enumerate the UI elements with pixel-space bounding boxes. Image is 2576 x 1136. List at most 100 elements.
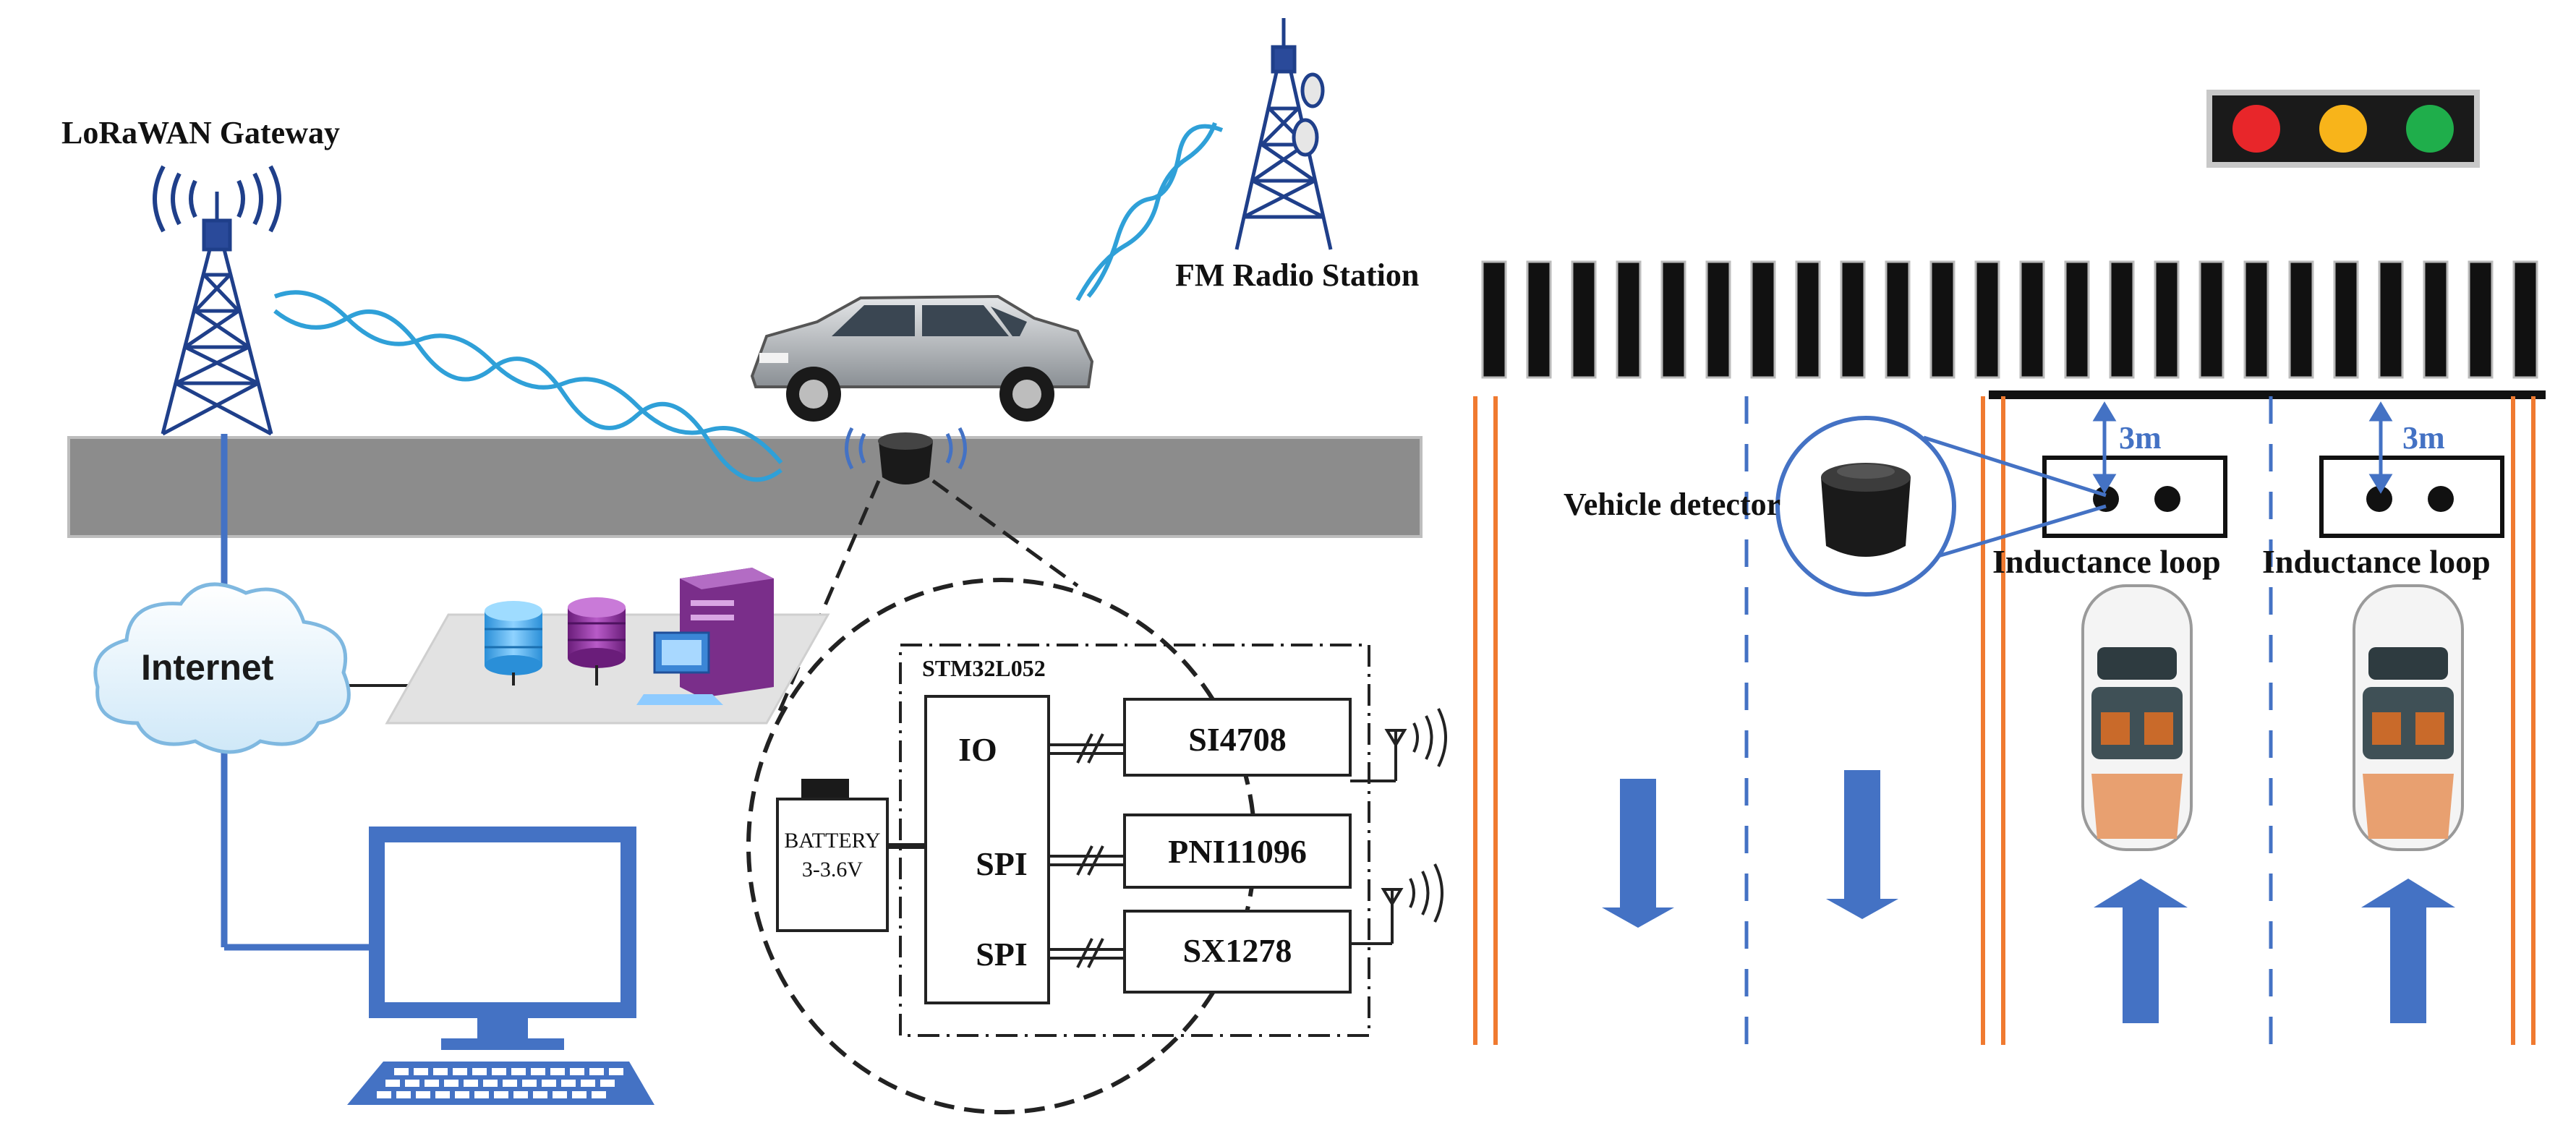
crosswalk-stripe	[2019, 260, 2045, 379]
crosswalk	[1481, 260, 2538, 379]
vehicle-detector-label: Vehicle detector	[1564, 487, 1780, 522]
chip-pni11096-box	[1123, 813, 1352, 889]
fm-station-label: FM Radio Station	[1175, 257, 1419, 293]
road	[67, 436, 1423, 538]
keyboard-key	[581, 1080, 595, 1087]
crosswalk-stripe	[1705, 260, 1731, 379]
keyboard-key	[542, 1080, 556, 1087]
keyboard-key	[553, 1091, 567, 1098]
mcu-boundary	[899, 644, 1370, 1037]
port-spi-2: SPI	[976, 936, 1028, 973]
crosswalk-stripe	[1660, 260, 1686, 379]
crosswalk-stripe	[1885, 260, 1911, 379]
keyboard-key	[435, 1091, 450, 1098]
down-arrow-left	[1602, 779, 1674, 928]
keyboard-key	[414, 1068, 428, 1075]
keyboard-key	[570, 1068, 584, 1075]
keyboard-key	[531, 1068, 545, 1075]
keyboard-key	[385, 1080, 400, 1087]
loop-right-label: Inductance loop	[2262, 543, 2491, 580]
keyboard-key	[394, 1068, 409, 1075]
crosswalk-stripe	[1481, 260, 1507, 379]
keyboard-key	[483, 1080, 498, 1087]
keyboard-key	[425, 1080, 439, 1087]
internet-cloud-icon	[93, 582, 351, 754]
keyboard-key	[550, 1068, 565, 1075]
internet-label: Internet	[141, 647, 274, 688]
gateway-signal-wave-icon	[273, 290, 783, 482]
crosswalk-stripe	[1616, 260, 1642, 379]
keyboard-key	[472, 1068, 487, 1075]
crosswalk-stripe	[1929, 260, 1956, 379]
crosswalk-stripe	[2512, 260, 2538, 379]
battery-icon	[776, 779, 926, 932]
up-arrow-right	[2361, 879, 2455, 1023]
crosswalk-stripe	[1974, 260, 2000, 379]
loop-detector-right-1	[2366, 486, 2392, 512]
stop-bar	[1989, 390, 2546, 399]
database-purple-icon	[568, 597, 626, 668]
keyboard-key	[494, 1091, 508, 1098]
crosswalk-stripe	[2064, 260, 2090, 379]
chip-pni11096: PNI11096	[1168, 833, 1307, 870]
crosswalk-stripe	[1840, 260, 1866, 379]
battery-voltage: 3-3.6V	[802, 858, 863, 881]
zoom-lines	[775, 479, 1079, 717]
crosswalk-stripe	[2154, 260, 2180, 379]
crosswalk-stripe	[1750, 260, 1776, 379]
port-spi-1: SPI	[976, 845, 1028, 882]
crosswalk-stripe	[1795, 260, 1821, 379]
keyboard-key	[522, 1080, 537, 1087]
crosswalk-stripe	[2109, 260, 2135, 379]
gateway-label: LoRaWAN Gateway	[61, 115, 340, 150]
gateway-tower-icon	[161, 192, 273, 436]
lan-nodes	[512, 665, 598, 686]
keyboard-key	[609, 1068, 623, 1075]
fm-signal-wave-icon	[1075, 121, 1224, 302]
down-arrow-right	[1826, 770, 1898, 919]
keyboard-key	[589, 1068, 604, 1075]
distance-arrow-left	[2092, 401, 2117, 494]
keyboard-key	[592, 1091, 606, 1098]
mcu-port-block	[924, 695, 1050, 1004]
inductance-loop-left	[2042, 456, 2227, 538]
vehicle-detector-icon	[1821, 463, 1911, 557]
crosswalk-stripe	[2468, 260, 2494, 379]
database-icon	[485, 601, 542, 675]
crosswalk-stripe	[2288, 260, 2314, 379]
keyboard-key	[503, 1080, 517, 1087]
loop-detector-right-2	[2428, 486, 2454, 512]
lane-dashed-lines	[1744, 396, 2273, 1045]
keyboard-key	[533, 1091, 547, 1098]
keyboard-key	[600, 1080, 615, 1087]
keyboard-key	[492, 1068, 506, 1075]
keyboard-key	[416, 1091, 430, 1098]
traffic-light-icon	[2206, 90, 2480, 168]
keyboard-key	[444, 1080, 459, 1087]
keyboard-key	[396, 1091, 411, 1098]
chip-si4708: SI4708	[1188, 721, 1286, 758]
inductance-loop-right	[2319, 456, 2504, 538]
keyboard-key	[453, 1068, 467, 1075]
keyboard-key	[377, 1091, 391, 1098]
crosswalk-stripe	[2378, 260, 2404, 379]
top-car-right-icon	[2353, 584, 2464, 851]
loop-left-label: Inductance loop	[1992, 543, 2221, 580]
gateway-signal-icon	[153, 165, 281, 233]
detector-signal-icon	[845, 427, 967, 470]
battery-title: BATTERY	[784, 829, 880, 853]
chip-si4708-box	[1123, 698, 1352, 777]
crosswalk-stripe	[2243, 260, 2269, 379]
keyboard-key	[455, 1091, 469, 1098]
up-arrow-left	[2094, 879, 2188, 1023]
crosswalk-stripe	[1526, 260, 1552, 379]
network-lines	[221, 434, 380, 951]
crosswalk-stripe	[2423, 260, 2449, 379]
keyboard-key	[464, 1080, 478, 1087]
crosswalk-stripe	[1571, 260, 1597, 379]
keyboard-key	[572, 1091, 587, 1098]
fm-tower-icon	[1234, 18, 1333, 250]
crosswalk-stripe	[2198, 260, 2225, 379]
loop-detector-left-2	[2154, 486, 2180, 512]
mcu-label: STM32L052	[922, 655, 1046, 681]
